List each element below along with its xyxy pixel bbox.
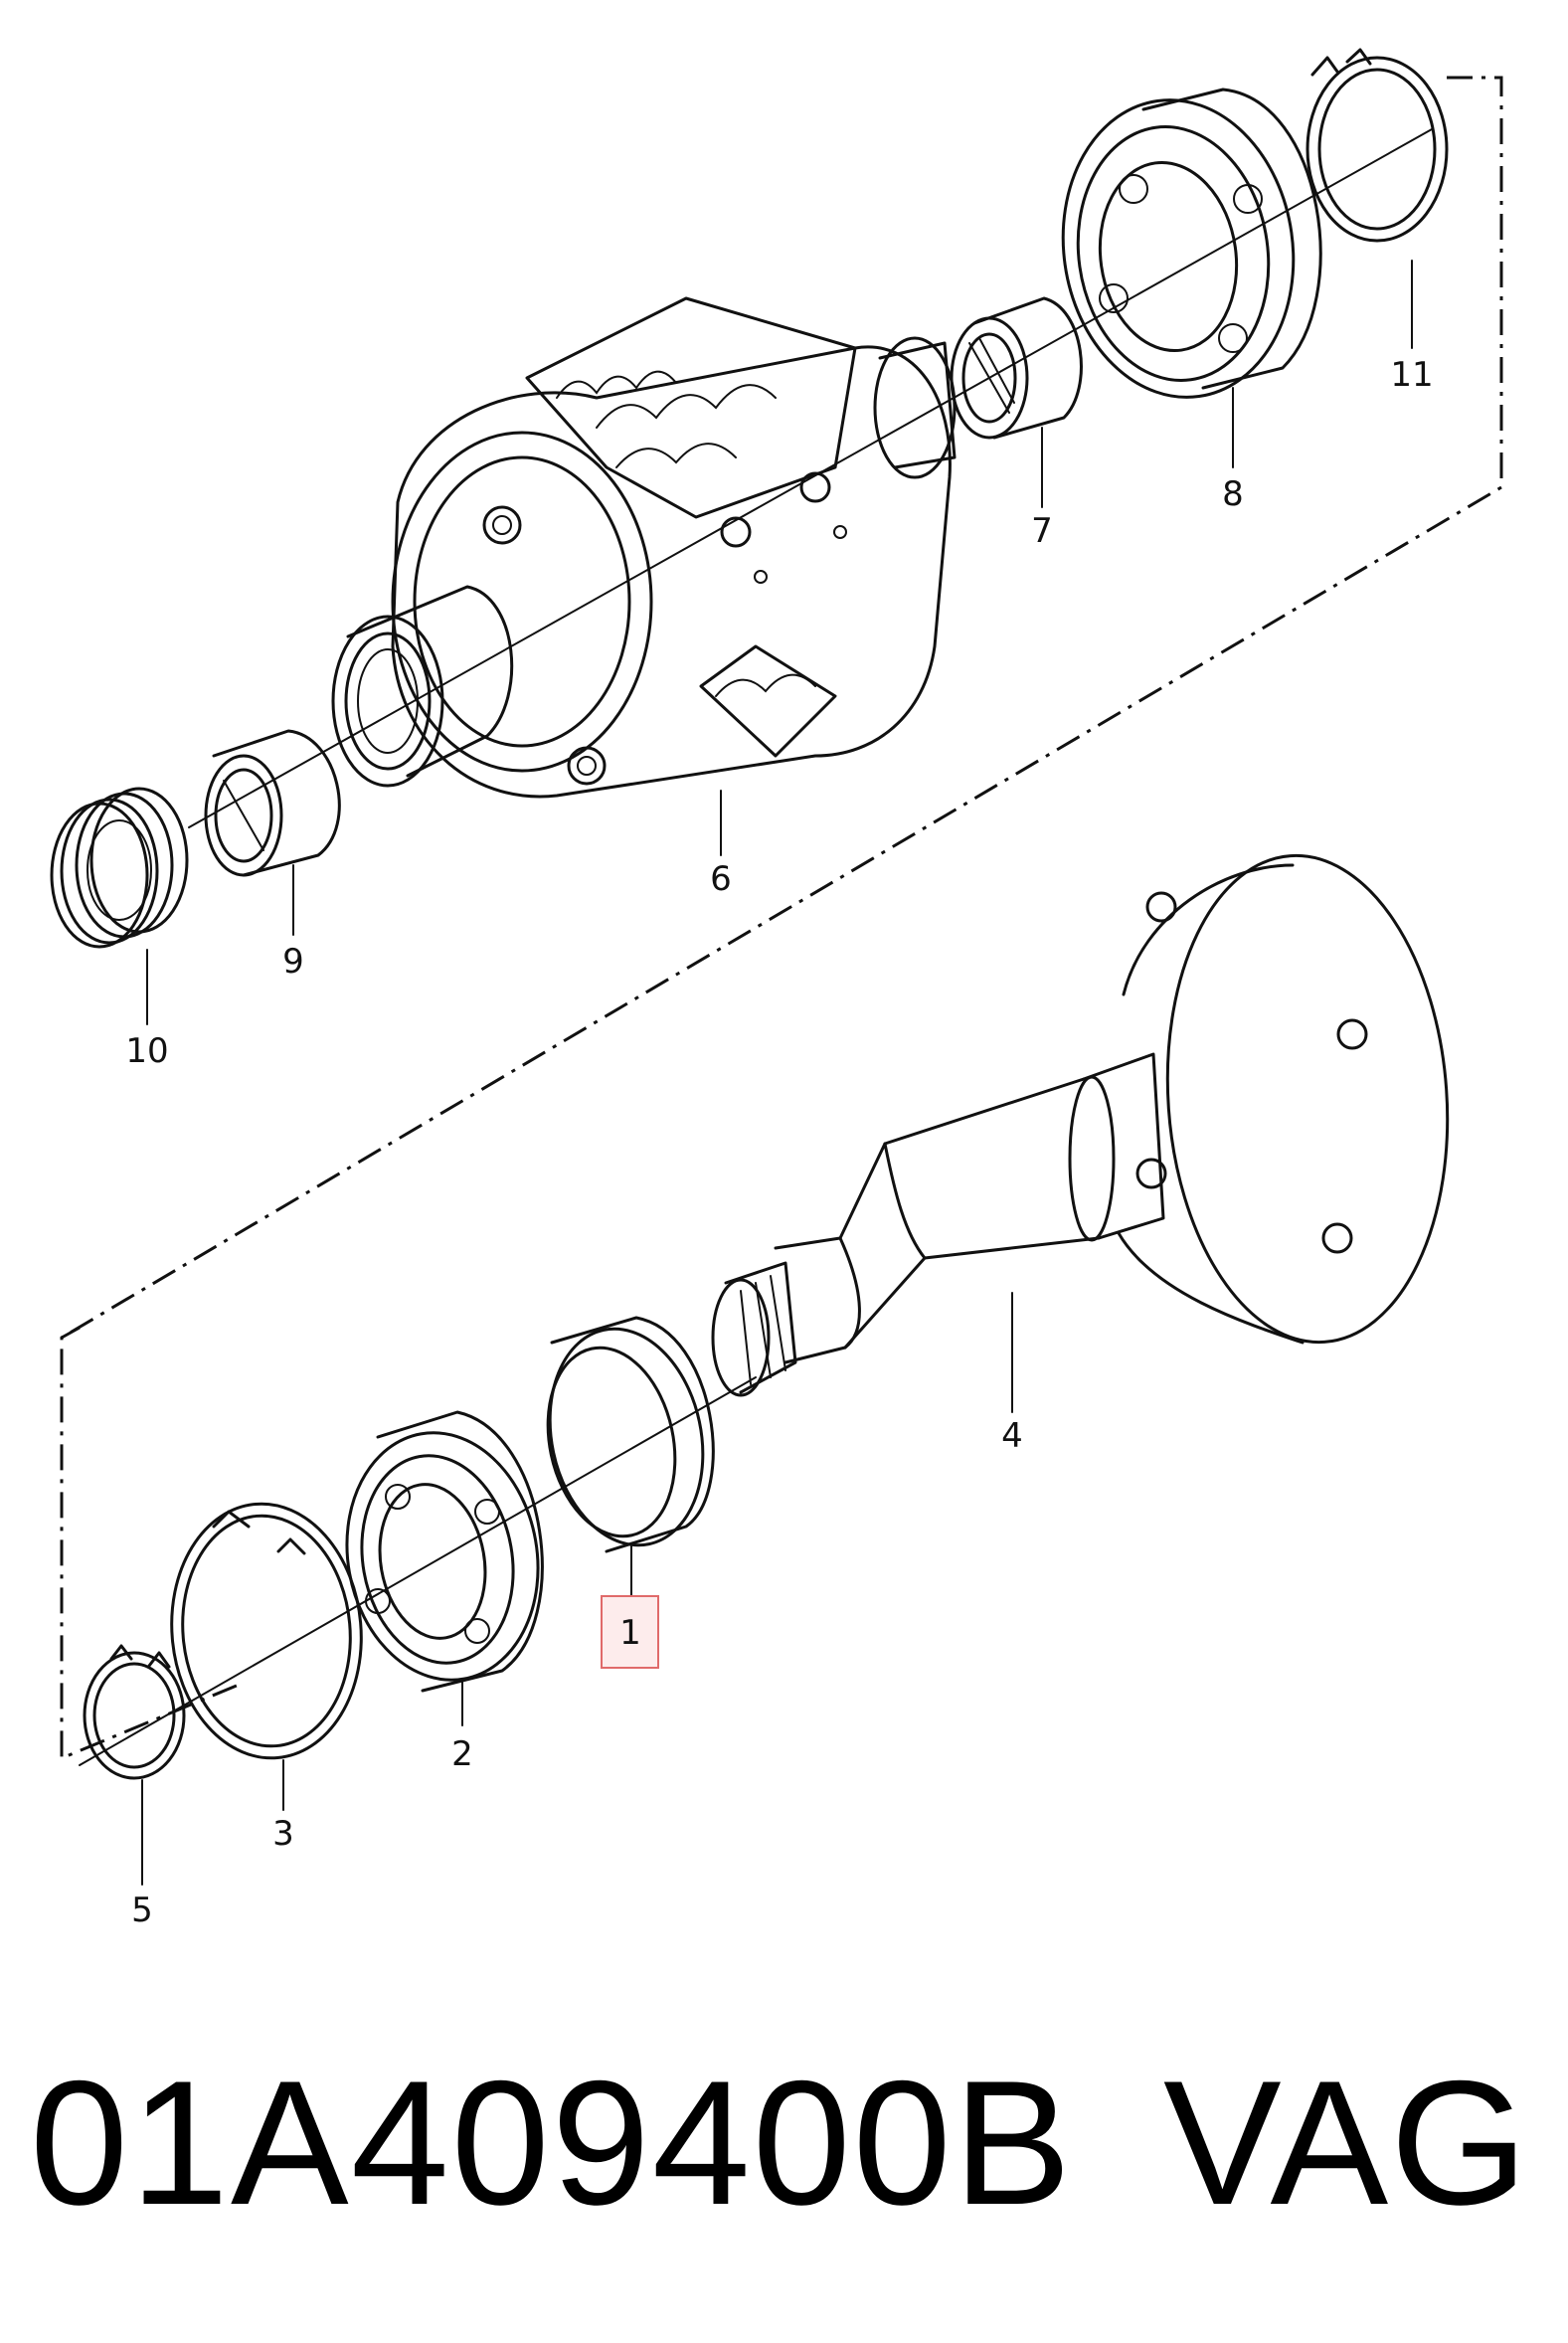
callout-1: 1 (619, 1613, 641, 1653)
upper-axis (188, 128, 1433, 828)
circlip-11 (1306, 48, 1449, 243)
diagram-svg: 1 2 3 4 5 6 7 8 9 10 11 (50, 48, 1503, 1930)
brand-name: VAG (1163, 2044, 1530, 2242)
highlight-box (601, 1595, 659, 1669)
circlip-3 (170, 1502, 363, 1760)
spring-rings-10 (50, 787, 189, 949)
part-number: 01A409400B (30, 2044, 1074, 2242)
ball-bearing-8 (1061, 88, 1322, 399)
callout-labels: 1 2 3 4 5 6 7 8 9 10 11 (125, 355, 1433, 1930)
callout-8: 8 (1222, 474, 1244, 514)
needle-bearing-7 (950, 296, 1083, 440)
ball-bearing-2 (345, 1410, 544, 1693)
callout-5: 5 (131, 1891, 153, 1930)
leader-lines (141, 260, 1413, 1886)
callout-11: 11 (1390, 355, 1433, 395)
flange-shaft (711, 853, 1450, 1397)
callout-6: 6 (710, 859, 732, 899)
circlip-5 (83, 1644, 186, 1780)
callout-10: 10 (125, 1031, 168, 1071)
callout-3: 3 (272, 1814, 294, 1854)
lower-axis (79, 1376, 757, 1766)
callout-9: 9 (282, 942, 304, 982)
callout-7: 7 (1031, 511, 1053, 551)
differential-housing (331, 296, 957, 799)
exploded-parts-diagram: 1 2 3 4 5 6 7 8 9 10 11 (50, 48, 1503, 1930)
needle-bearing-9 (204, 729, 341, 877)
callout-4: 4 (1001, 1416, 1023, 1456)
seal-ring-1 (546, 1316, 715, 1553)
callout-2: 2 (451, 1734, 473, 1774)
